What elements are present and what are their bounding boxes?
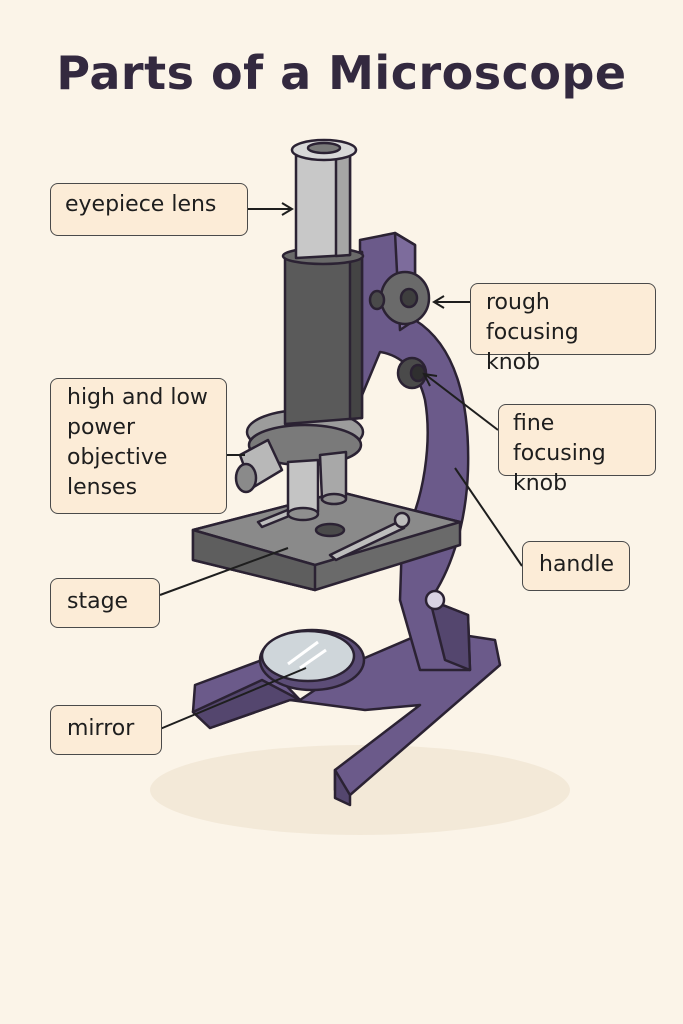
leader-handle [454,467,523,567]
label-eyepiece-lens-text: eyepiece lens [65,192,217,217]
ground-shadow [150,745,570,835]
leader-rough-knob-arrow [432,295,445,309]
microscope-stage [191,490,462,592]
label-rough-focusing-knob: rough focusing knob [470,283,656,375]
eyepiece [290,138,358,260]
label-fine-focusing-knob: fine focusing knob [498,404,656,496]
label-objective-lenses-text: high and low power objective lenses [67,385,208,500]
label-mirror: mirror [50,705,162,755]
label-stage: stage [50,578,160,628]
mirror-assembly [258,628,366,692]
stage-aperture [314,522,346,538]
rough-focusing-knob [368,270,431,326]
leader-eyepiece-arrow [281,202,294,216]
label-handle: handle [522,541,630,591]
body-tube [281,246,365,426]
leader-fine-knob [425,374,499,431]
label-stage-text: stage [67,589,129,614]
label-fine-focusing-knob-text: fine focusing knob [513,411,606,496]
leader-fine-knob-arrow [422,372,438,387]
label-mirror-text: mirror [67,716,135,741]
label-rough-focusing-knob-text: rough focusing knob [486,290,579,375]
leader-lines [159,202,523,730]
leader-mirror [159,667,307,730]
fine-focusing-knob [396,356,428,390]
arm-pivot-screw [424,589,446,611]
label-eyepiece-lens: eyepiece lens [50,183,248,236]
page-title: Parts of a Microscope [56,46,627,100]
label-handle-text: handle [539,552,614,577]
label-objective-lenses: high and low power objective lenses [50,378,227,514]
leader-stage [159,547,289,596]
